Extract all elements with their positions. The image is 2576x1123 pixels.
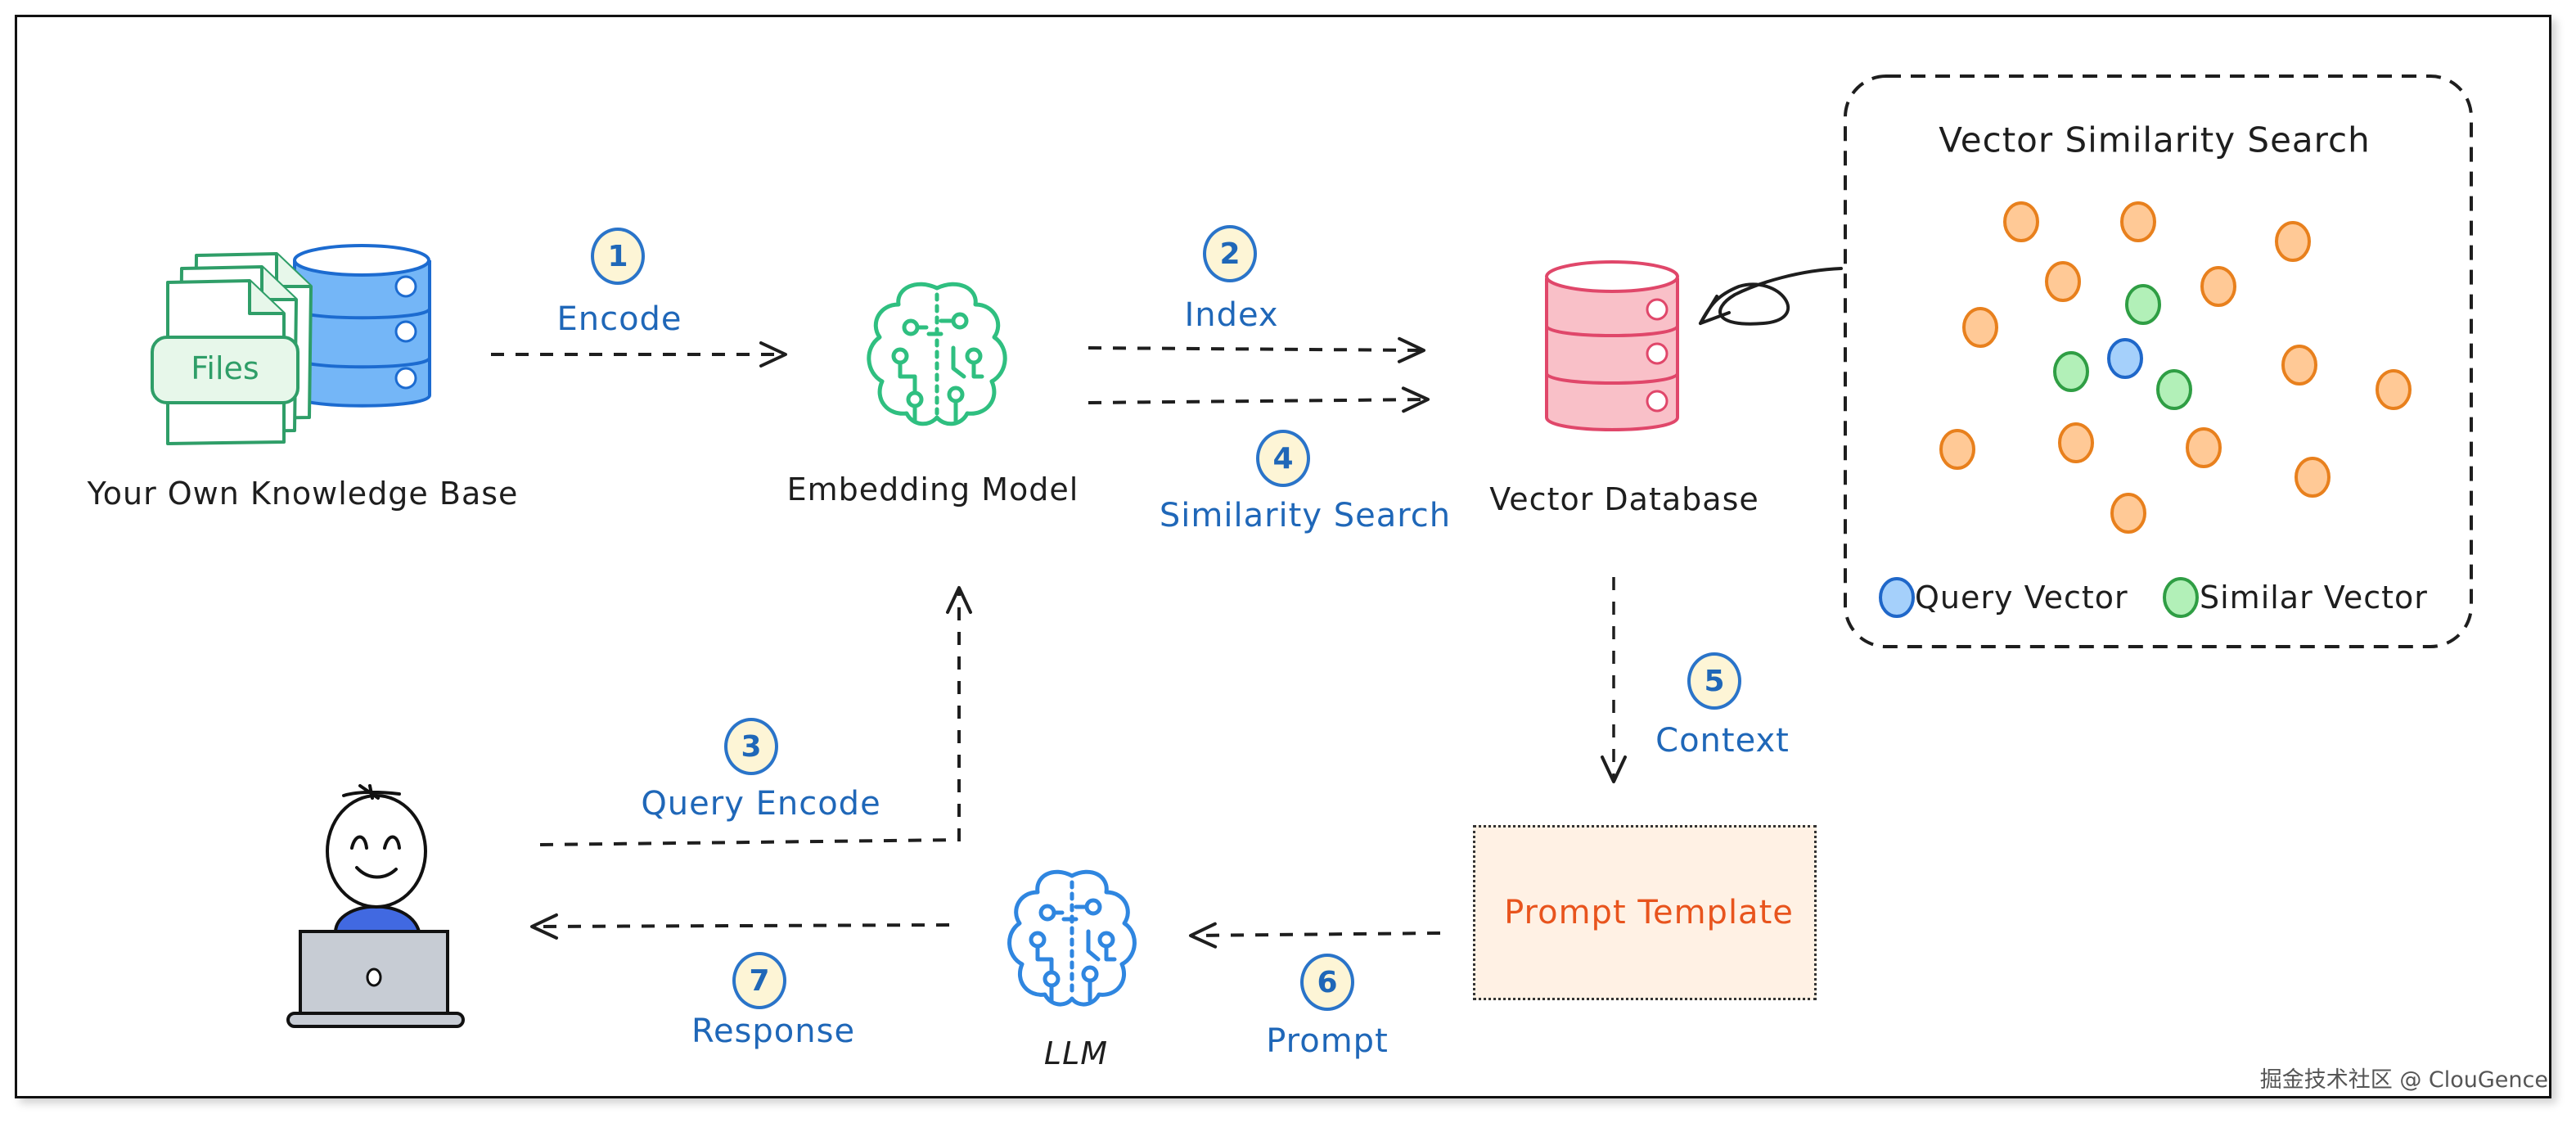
search-to-database-arrow — [1699, 267, 1843, 326]
other-vector-dot — [2200, 266, 2236, 307]
similarity-panel-title: Vector Similarity Search — [1939, 120, 2371, 160]
legend-query-vector-label: Query Vector — [1915, 580, 2128, 616]
llm-brain-icon — [1007, 869, 1137, 1007]
vector-dots — [1879, 201, 2412, 618]
legend-similar-vector-label: Similar Vector — [2200, 580, 2428, 616]
other-vector-dot — [2281, 345, 2317, 386]
watermark: 掘金技术社区 @ ClouGence — [2259, 1067, 2548, 1093]
step-1-label: Encode — [556, 300, 682, 338]
other-vector-dot — [2110, 493, 2146, 534]
prompt-template-label: Prompt Template — [1504, 894, 1794, 931]
vector-database-icon — [1545, 260, 1679, 431]
step-1-badge: 1 — [591, 228, 645, 285]
step-2-label: Index — [1184, 296, 1279, 334]
step-7-badge: 7 — [732, 952, 786, 1009]
diagram-frame — [15, 15, 2551, 1098]
legend-similar-vector-dot — [2163, 577, 2199, 618]
step-2-badge: 2 — [1203, 225, 1257, 282]
step-6-label: Prompt — [1266, 1022, 1389, 1060]
knowledge-base-icon — [151, 244, 431, 445]
query-encode-arrow — [539, 586, 972, 846]
step-6-badge: 6 — [1300, 954, 1354, 1011]
embedding-model-brain-icon — [867, 282, 1007, 426]
prompt-template-box — [1473, 825, 1817, 1000]
similar-vector-dot — [2053, 351, 2089, 392]
user-icon — [286, 784, 465, 1028]
other-vector-dot — [1962, 307, 1998, 348]
similar-vector-dot — [2125, 284, 2161, 325]
step-5-label: Context — [1655, 722, 1790, 760]
step-4-label: Similarity Search — [1159, 497, 1452, 534]
knowledge-base-label: Your Own Knowledge Base — [87, 476, 519, 512]
kb-database-icon — [293, 244, 431, 408]
other-vector-dot — [2275, 221, 2311, 262]
similarity-search-panel — [1844, 74, 2473, 648]
other-vector-dot — [2295, 457, 2331, 498]
embedding-model-label: Embedding Model — [786, 471, 1079, 507]
files-tag-label: Files — [191, 350, 259, 386]
query-vector-dot — [2107, 338, 2143, 379]
other-vector-dot — [2003, 201, 2039, 242]
other-vector-dot — [2376, 369, 2412, 410]
prompt-arrow — [1189, 922, 1441, 949]
other-vector-dot — [1939, 429, 1975, 470]
step-7-label: Response — [691, 1013, 856, 1050]
llm-label: LLM — [1043, 1035, 1109, 1071]
step-3-label: Query Encode — [641, 785, 881, 823]
other-vector-dot — [2045, 261, 2081, 302]
files-stack-icon — [151, 252, 313, 445]
legend-query-vector-dot — [1879, 577, 1915, 618]
step-5-badge: 5 — [1687, 652, 1741, 710]
response-arrow — [530, 913, 950, 940]
index-arrow — [1088, 336, 1425, 363]
other-vector-dot — [2120, 201, 2156, 242]
similar-vector-dot — [2156, 369, 2192, 410]
step-4-badge: 4 — [1256, 430, 1310, 487]
vector-database-label: Vector Database — [1489, 481, 1759, 517]
other-vector-dot — [2186, 427, 2222, 468]
similarity-search-arrow — [1088, 386, 1430, 413]
step-3-badge: 3 — [724, 718, 778, 775]
other-vector-dot — [2058, 422, 2094, 463]
